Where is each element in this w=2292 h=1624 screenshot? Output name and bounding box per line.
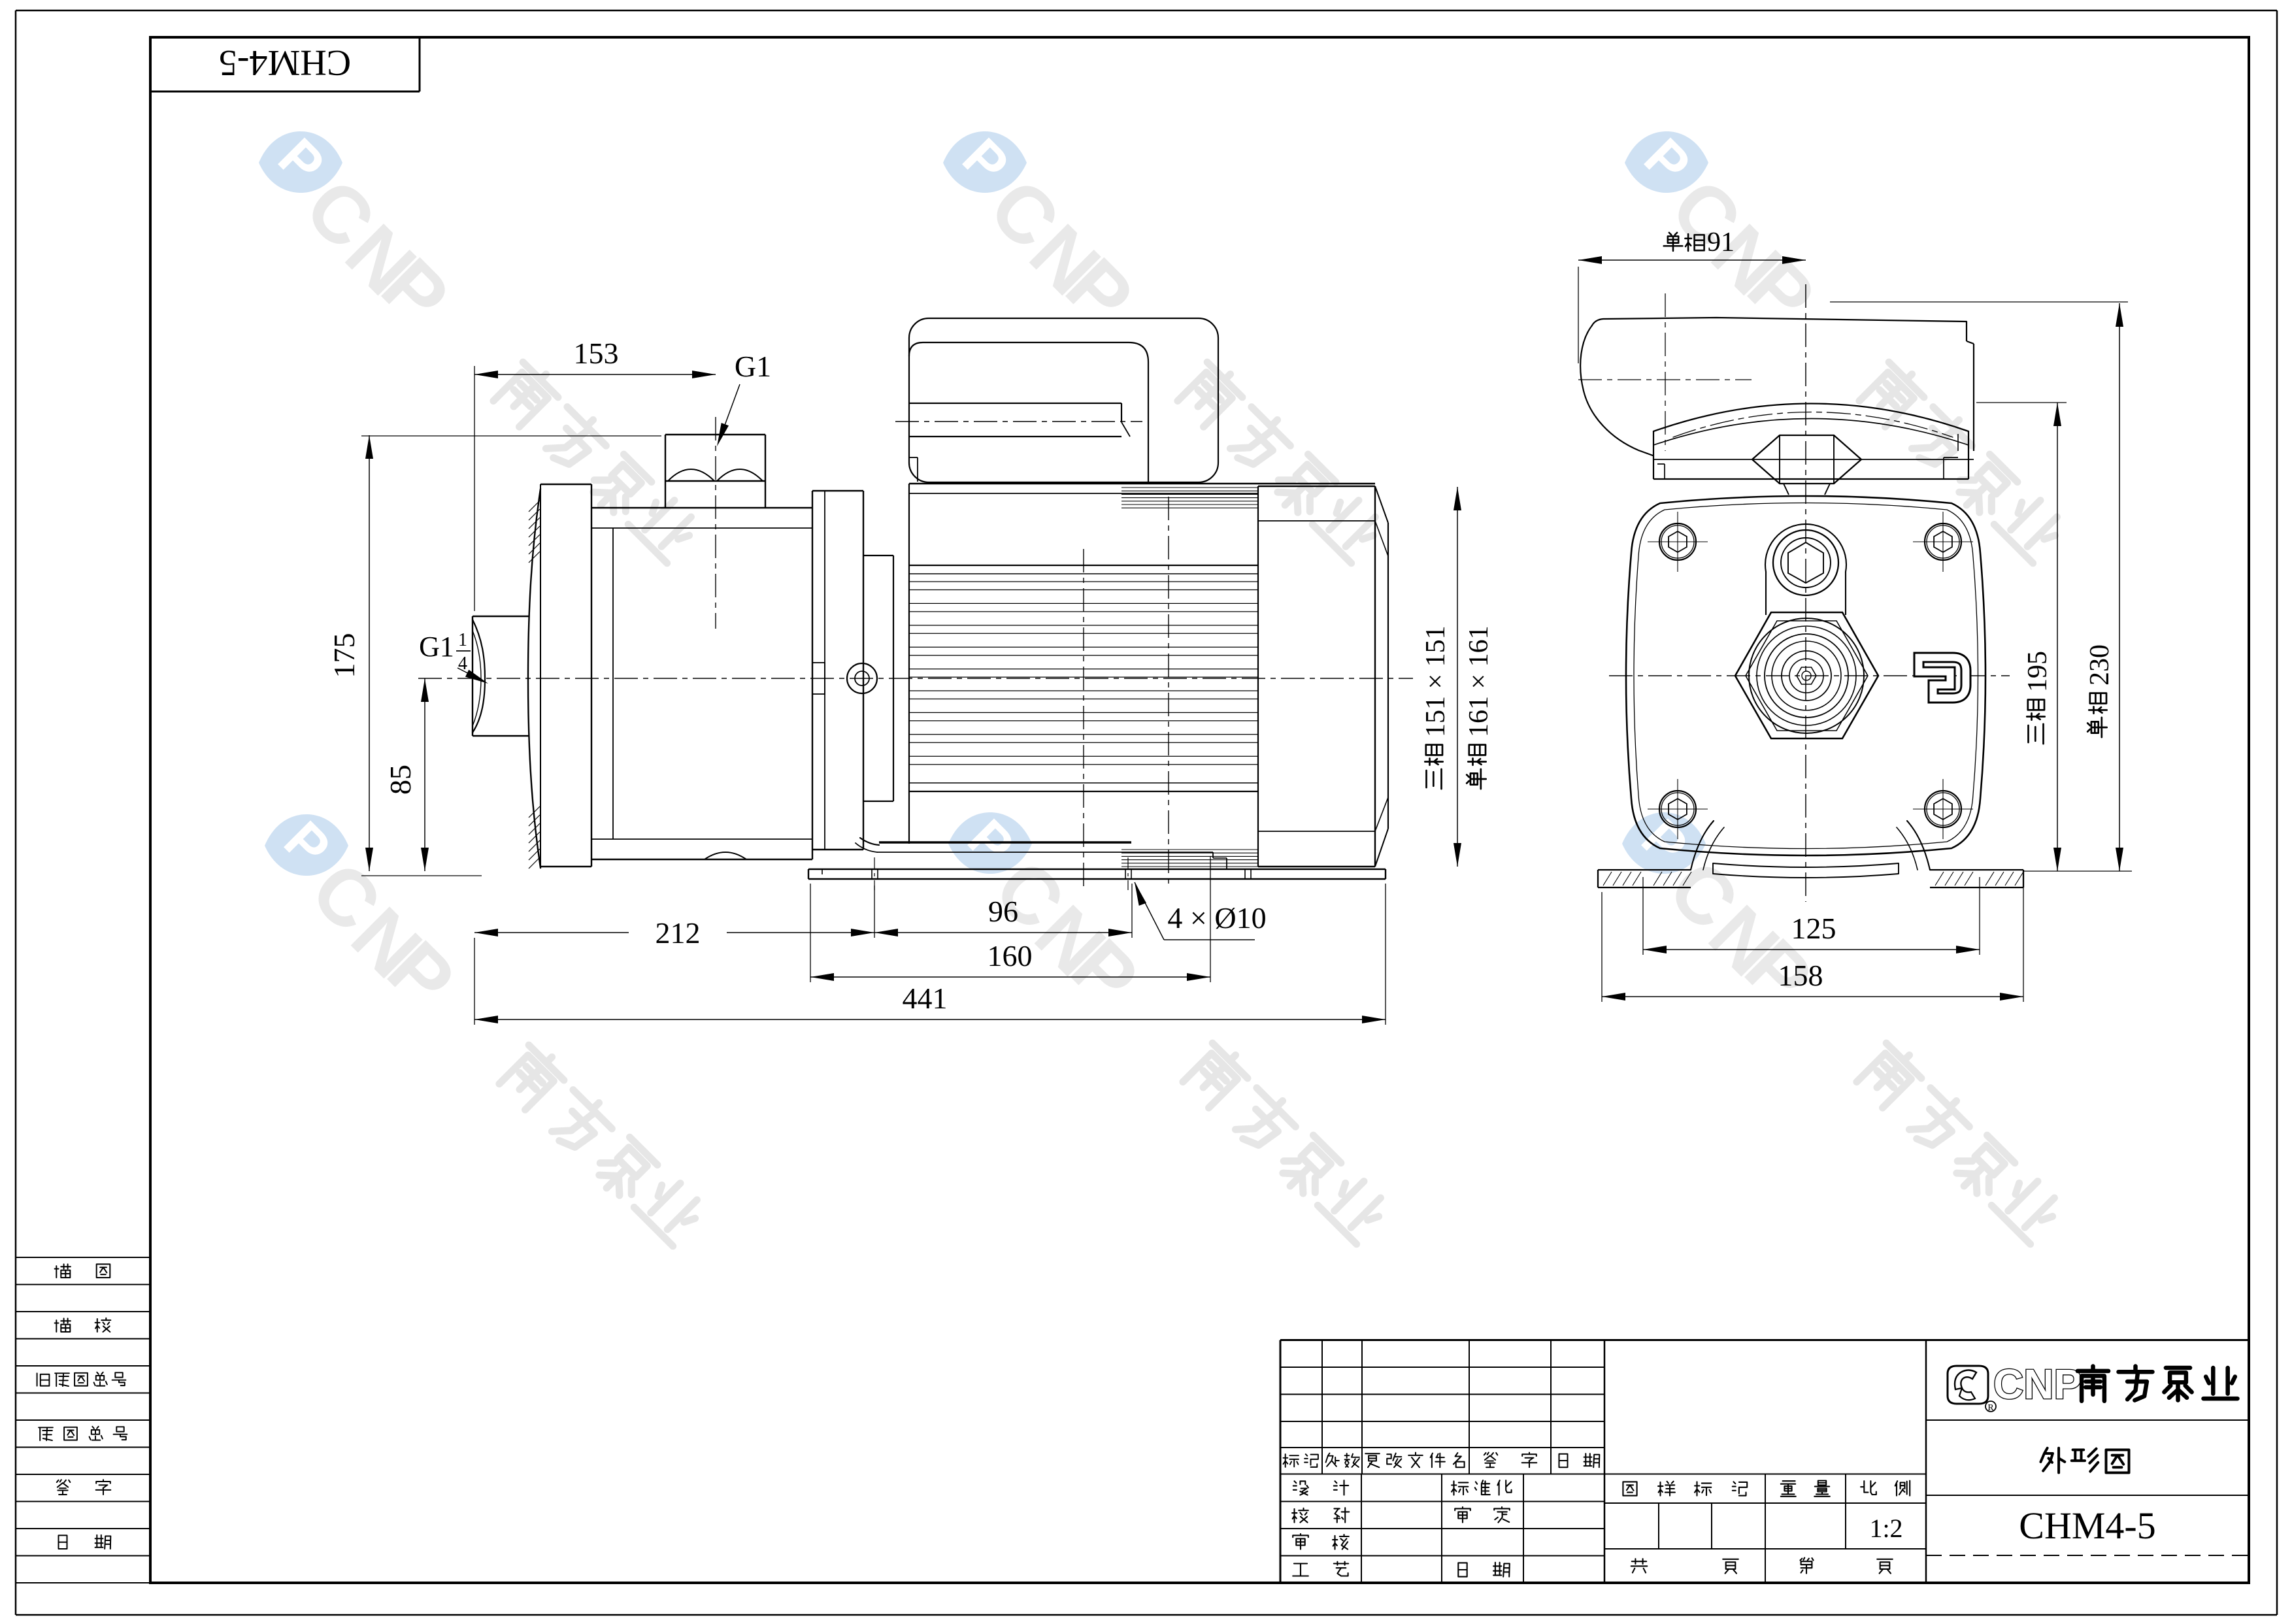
- svg-text:195: 195: [2023, 651, 2053, 692]
- svg-text:CHM4-5: CHM4-5: [2019, 1504, 2155, 1547]
- svg-text:96: 96: [988, 895, 1018, 928]
- svg-text:161 × 161: 161 × 161: [1464, 625, 1494, 737]
- svg-text:1:2: 1:2: [1869, 1514, 1902, 1543]
- svg-text:85: 85: [384, 765, 417, 795]
- svg-text:441: 441: [903, 982, 948, 1015]
- svg-text:1: 1: [458, 630, 467, 650]
- svg-text:175: 175: [327, 633, 361, 678]
- svg-text:CHM4-5: CHM4-5: [219, 42, 351, 83]
- svg-text:212: 212: [656, 916, 701, 950]
- svg-text:125: 125: [1791, 912, 1836, 945]
- svg-text:230: 230: [2085, 644, 2115, 686]
- svg-text:4 × Ø10: 4 × Ø10: [1167, 901, 1266, 935]
- svg-text:160: 160: [988, 939, 1033, 972]
- svg-text:G1: G1: [419, 631, 454, 663]
- svg-text:CNP: CNP: [1993, 1361, 2082, 1408]
- svg-text:153: 153: [574, 337, 619, 370]
- svg-text:91: 91: [1707, 227, 1735, 257]
- svg-text:G1: G1: [735, 350, 771, 383]
- svg-text:4: 4: [458, 654, 467, 674]
- svg-text:151 × 151: 151 × 151: [1421, 625, 1451, 737]
- svg-text:R: R: [1987, 1403, 1994, 1413]
- svg-text:158: 158: [1778, 959, 1823, 992]
